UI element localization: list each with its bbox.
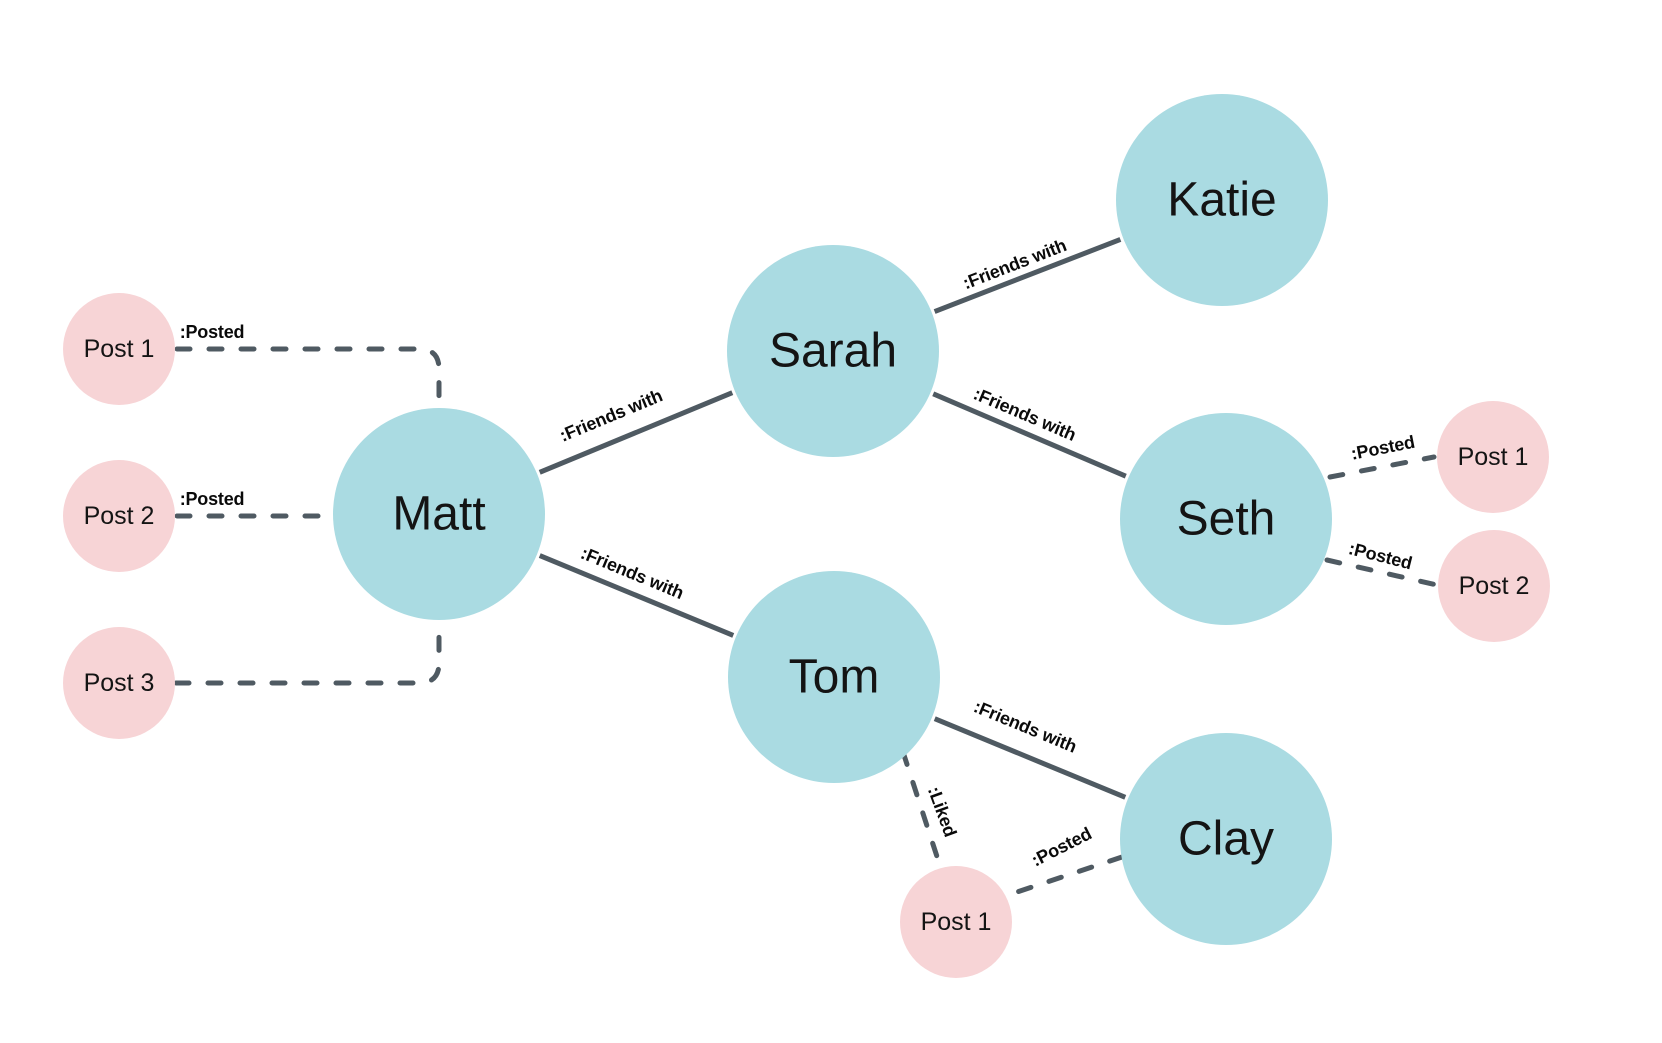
edges-layer xyxy=(173,237,1440,898)
node-label-tom: Tom xyxy=(789,651,880,704)
node-post3-left[interactable]: Post 3 xyxy=(63,627,175,739)
node-label-post1-left: Post 1 xyxy=(84,335,155,363)
edge-sarah-katie xyxy=(933,237,1122,314)
edge-label-post2-left-matt: :Posted xyxy=(180,489,245,509)
node-label-sarah: Sarah xyxy=(769,325,897,378)
person-circle-seth xyxy=(1120,413,1332,625)
node-sarah[interactable]: Sarah xyxy=(727,245,939,457)
node-seth[interactable]: Seth xyxy=(1120,413,1332,625)
node-post1-bottom[interactable]: Post 1 xyxy=(900,866,1012,978)
node-label-post1-bottom: Post 1 xyxy=(921,908,992,936)
post-circle-post1-bottom xyxy=(900,866,1012,978)
edge-tom-post1-bottom xyxy=(900,749,945,875)
post-circle-post1-left xyxy=(63,293,175,405)
node-post1-left[interactable]: Post 1 xyxy=(63,293,175,405)
person-circle-sarah xyxy=(727,245,939,457)
edge-matt-tom xyxy=(538,553,735,638)
node-matt[interactable]: Matt xyxy=(333,408,545,620)
edge-matt-sarah xyxy=(538,390,734,475)
post-circle-post1-right xyxy=(1437,401,1549,513)
node-label-post2-left: Post 2 xyxy=(84,502,155,530)
node-label-seth: Seth xyxy=(1177,493,1276,546)
post-circle-post3-left xyxy=(63,627,175,739)
edge-clay-post1-bottom xyxy=(1005,854,1125,898)
node-label-clay: Clay xyxy=(1178,813,1274,866)
edge-seth-post2-right xyxy=(1324,557,1440,588)
node-post1-right[interactable]: Post 1 xyxy=(1437,401,1549,513)
person-circle-tom xyxy=(728,571,940,783)
node-tom[interactable]: Tom xyxy=(728,571,940,783)
edge-seth-post1-right xyxy=(1327,454,1437,480)
person-circle-clay xyxy=(1120,733,1332,945)
node-label-matt: Matt xyxy=(392,488,485,541)
node-clay[interactable]: Clay xyxy=(1120,733,1332,945)
edge-label-tom-post1-bottom: :Liked xyxy=(924,784,961,840)
edge-post1-left-matt xyxy=(174,346,442,407)
edge-label-post1-left-matt: :Posted xyxy=(180,322,245,342)
person-circle-katie xyxy=(1116,94,1328,306)
node-label-post2-right: Post 2 xyxy=(1459,572,1530,600)
node-label-post3-left: Post 3 xyxy=(84,669,155,697)
edge-tom-clay xyxy=(933,716,1127,800)
node-post2-right[interactable]: Post 2 xyxy=(1438,530,1550,642)
node-post2-left[interactable]: Post 2 xyxy=(63,460,175,572)
node-katie[interactable]: Katie xyxy=(1116,94,1328,306)
post-circle-post2-right xyxy=(1438,530,1550,642)
edge-sarah-seth xyxy=(932,391,1127,479)
edge-label-tom-clay: :Friends with xyxy=(971,696,1080,756)
node-label-katie: Katie xyxy=(1167,174,1276,227)
node-label-post1-right: Post 1 xyxy=(1458,443,1529,471)
post-circle-post2-left xyxy=(63,460,175,572)
person-circle-matt xyxy=(333,408,545,620)
edge-label-matt-sarah: :Friends with xyxy=(557,385,666,445)
edge-label-seth-post1-right: :Posted xyxy=(1349,432,1416,464)
edge-label-clay-post1-bottom: :Posted xyxy=(1028,823,1095,870)
edge-post3-left-matt xyxy=(173,620,442,686)
